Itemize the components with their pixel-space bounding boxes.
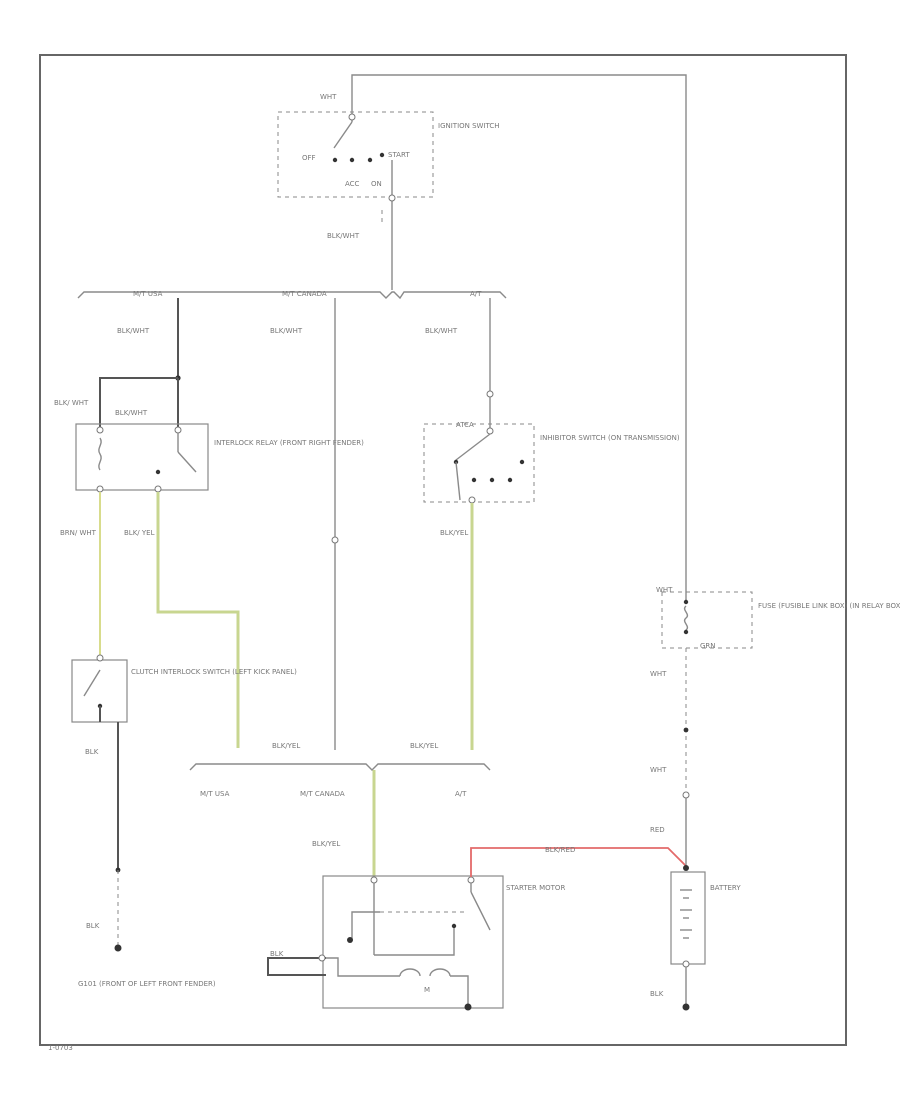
top-mt-usa-label: M/T USA (133, 290, 163, 298)
fuse-name: FUSE (FUSIBLE LINK BOX) (IN RELAY BOX, R… (758, 602, 900, 610)
ground-name: G101 (FRONT OF LEFT FRONT FENDER) (78, 980, 216, 988)
relay-right-in-label: BLK/WHT (115, 409, 148, 417)
clutch-switch-name: CLUTCH INTERLOCK SWITCH (LEFT KICK PANEL… (131, 668, 297, 676)
diagram-frame (39, 54, 847, 1046)
ign-acc-label: ACC (345, 180, 360, 188)
inhibitor-switch: ATCA INHIBITOR SWITCH (ON TRANSMISSION) (423, 421, 680, 504)
ign-start-label: START (388, 151, 410, 159)
ignition-switch: WHT OFF START ACC ON IGNITION SWITCH (277, 93, 500, 202)
bus-mt-canada-label: BLK/YEL (272, 742, 300, 750)
ign-on-label: ON (371, 180, 382, 188)
batt-wire-label: WHT (650, 766, 667, 774)
fuse-mid-label: GRN (700, 642, 716, 650)
ign-out-wire-label: BLK/WHT (327, 232, 360, 240)
ign-switch-name: IGNITION SWITCH (438, 122, 500, 130)
top-at-label: A/T (470, 290, 482, 298)
ign-off-label: OFF (302, 154, 316, 162)
battery-cable (470, 847, 687, 877)
battery-name: BATTERY (710, 884, 741, 892)
bot-at-label: A/T (455, 790, 467, 798)
batt-top-label: RED (650, 826, 665, 834)
ign-in-wire-label: WHT (320, 93, 337, 101)
interlock-relay-name: INTERLOCK RELAY (FRONT RIGHT FENDER) (214, 439, 364, 447)
ign-to-fuse-wire (351, 74, 687, 600)
starter-motor: M STARTER MOTOR (322, 875, 565, 1011)
relay-out-right-wire (156, 492, 240, 748)
relay-out-right-label: BLK/ YEL (124, 529, 155, 537)
relay-out-left-label: BRN/ WHT (60, 529, 97, 537)
fuse: WHT GRN FUSE (FUSIBLE LINK BOX) (IN RELA… (656, 586, 900, 650)
inhibitor-switch-name: INHIBITOR SWITCH (ON TRANSMISSION) (540, 434, 680, 442)
clutch-gnd-label: BLK (85, 748, 99, 756)
bot-mt-canada-label: M/T CANADA (300, 790, 345, 798)
bot-mt-usa-label: M/T USA (200, 790, 230, 798)
starter-feed-label: BLK/YEL (312, 840, 340, 848)
starter-motor-name: STARTER MOTOR (506, 884, 565, 892)
starter-m-label: M (424, 986, 430, 994)
footer-id: 1-0703 (48, 1044, 73, 1052)
clutch-interlock-switch: CLUTCH INTERLOCK SWITCH (LEFT KICK PANEL… (71, 654, 297, 723)
batt-cable-label: BLK/RED (545, 846, 575, 854)
bus-at-label: BLK/YEL (410, 742, 438, 750)
fuse-out-label: WHT (650, 670, 667, 678)
starter-bat-label: BLK (270, 950, 284, 958)
inhibitor-out-label: BLK/YEL (440, 529, 468, 537)
interlock-relay: BLK/ WHT BLK/WHT INTERLOCK RELAY (FRONT … (54, 399, 364, 493)
inhibitor-atca-label: ATCA (456, 421, 474, 429)
relay-left-in-label: BLK/ WHT (54, 399, 89, 407)
bottom-bus (189, 763, 491, 771)
at-feed-label: BLK/WHT (425, 327, 458, 335)
batt-bot-label: BLK (650, 990, 664, 998)
ground-wire-label: BLK (86, 922, 100, 930)
mt-usa-feed-label: BLK/WHT (117, 327, 150, 335)
fuse-in-label: WHT (656, 586, 673, 594)
mt-canada-feed-label: BLK/WHT (270, 327, 303, 335)
battery: BATTERY (670, 871, 741, 968)
top-mt-canada-label: M/T CANADA (282, 290, 327, 298)
top-bus (77, 291, 507, 300)
